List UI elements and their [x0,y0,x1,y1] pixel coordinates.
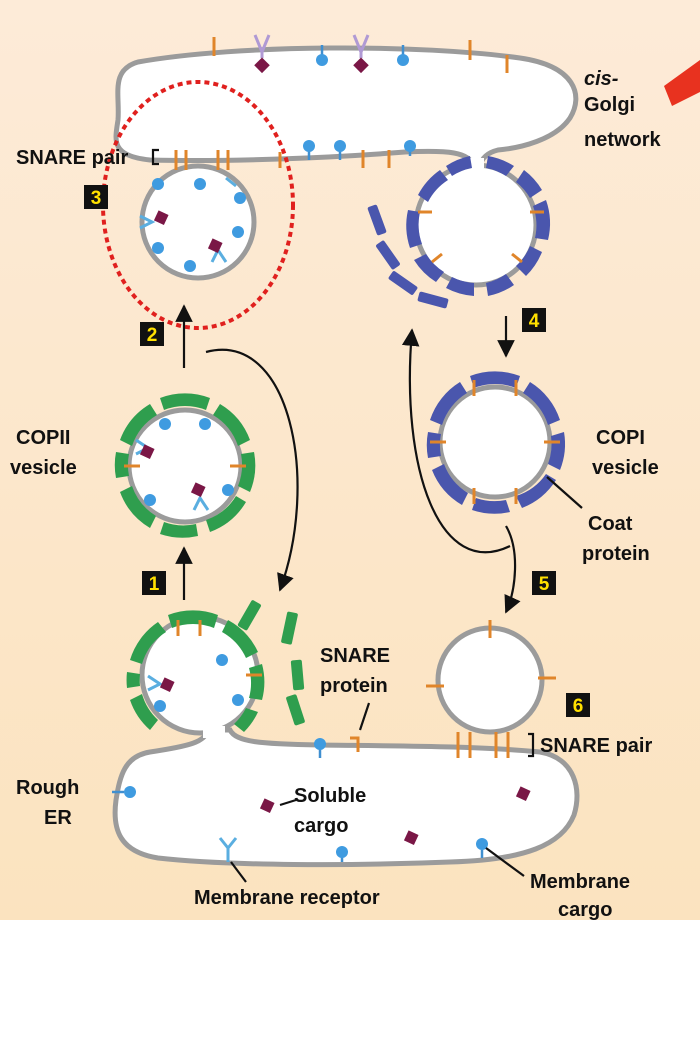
arrows [151,148,583,883]
step-badge-4: 4 [522,308,546,332]
label-snare-protein-line2: protein [320,675,388,697]
fusing-vesicle [139,150,257,281]
label-copi-line1: COPI [596,427,645,449]
rough-er [112,727,580,868]
step-badge-5: 5 [532,571,556,595]
uncoated-vesicle [426,620,556,735]
label-rough-er-line2: ER [44,807,72,829]
step-number-5: 5 [539,574,550,595]
label-membrane-cargo-line1: Membrane [530,871,630,893]
step-number-4: 4 [529,311,540,332]
copi-budding-vesicle [406,156,551,296]
label-network: network [584,129,662,151]
step-number-1: 1 [149,574,160,595]
label-snare-pair-bottom: SNARE pair [540,735,652,757]
step-number-3: 3 [91,188,102,209]
label-snare-pair-top: SNARE pair [16,147,128,169]
copii-budding-vesicle [126,610,265,738]
step-number-2: 2 [147,325,158,346]
step-number-6: 6 [573,696,584,717]
label-soluble-cargo-line1: Soluble [294,785,366,807]
label-rough-er-line1: Rough [16,777,79,799]
step-badge-2: 2 [140,322,164,346]
label-golgi: Golgi [584,94,635,116]
label-snare-protein-line1: SNARE [320,645,390,667]
copii-coat-fragments [237,600,305,726]
step-badge-3: 3 [84,185,108,209]
er-proteins [112,732,531,862]
label-copii-line1: COPII [16,427,70,449]
label-membrane-receptor: Membrane receptor [194,887,380,909]
golgi-bottom-proteins [278,140,416,168]
pointer-arrow [664,60,700,106]
copi-coat-fragments [367,204,449,309]
label-coat-line1: Coat [588,513,633,535]
copii-vesicle [114,393,256,538]
label-membrane-cargo-line2: cargo [558,899,612,921]
label-cis: cis- [584,68,619,90]
step-badge-6: 6 [566,693,590,717]
label-soluble-cargo-line2: cargo [294,815,348,837]
label-copi-line2: vesicle [592,457,659,479]
step-badge-1: 1 [142,571,166,595]
label-coat-line2: protein [582,543,650,565]
copi-vesicle [426,371,566,514]
label-copii-line2: vesicle [10,457,77,479]
